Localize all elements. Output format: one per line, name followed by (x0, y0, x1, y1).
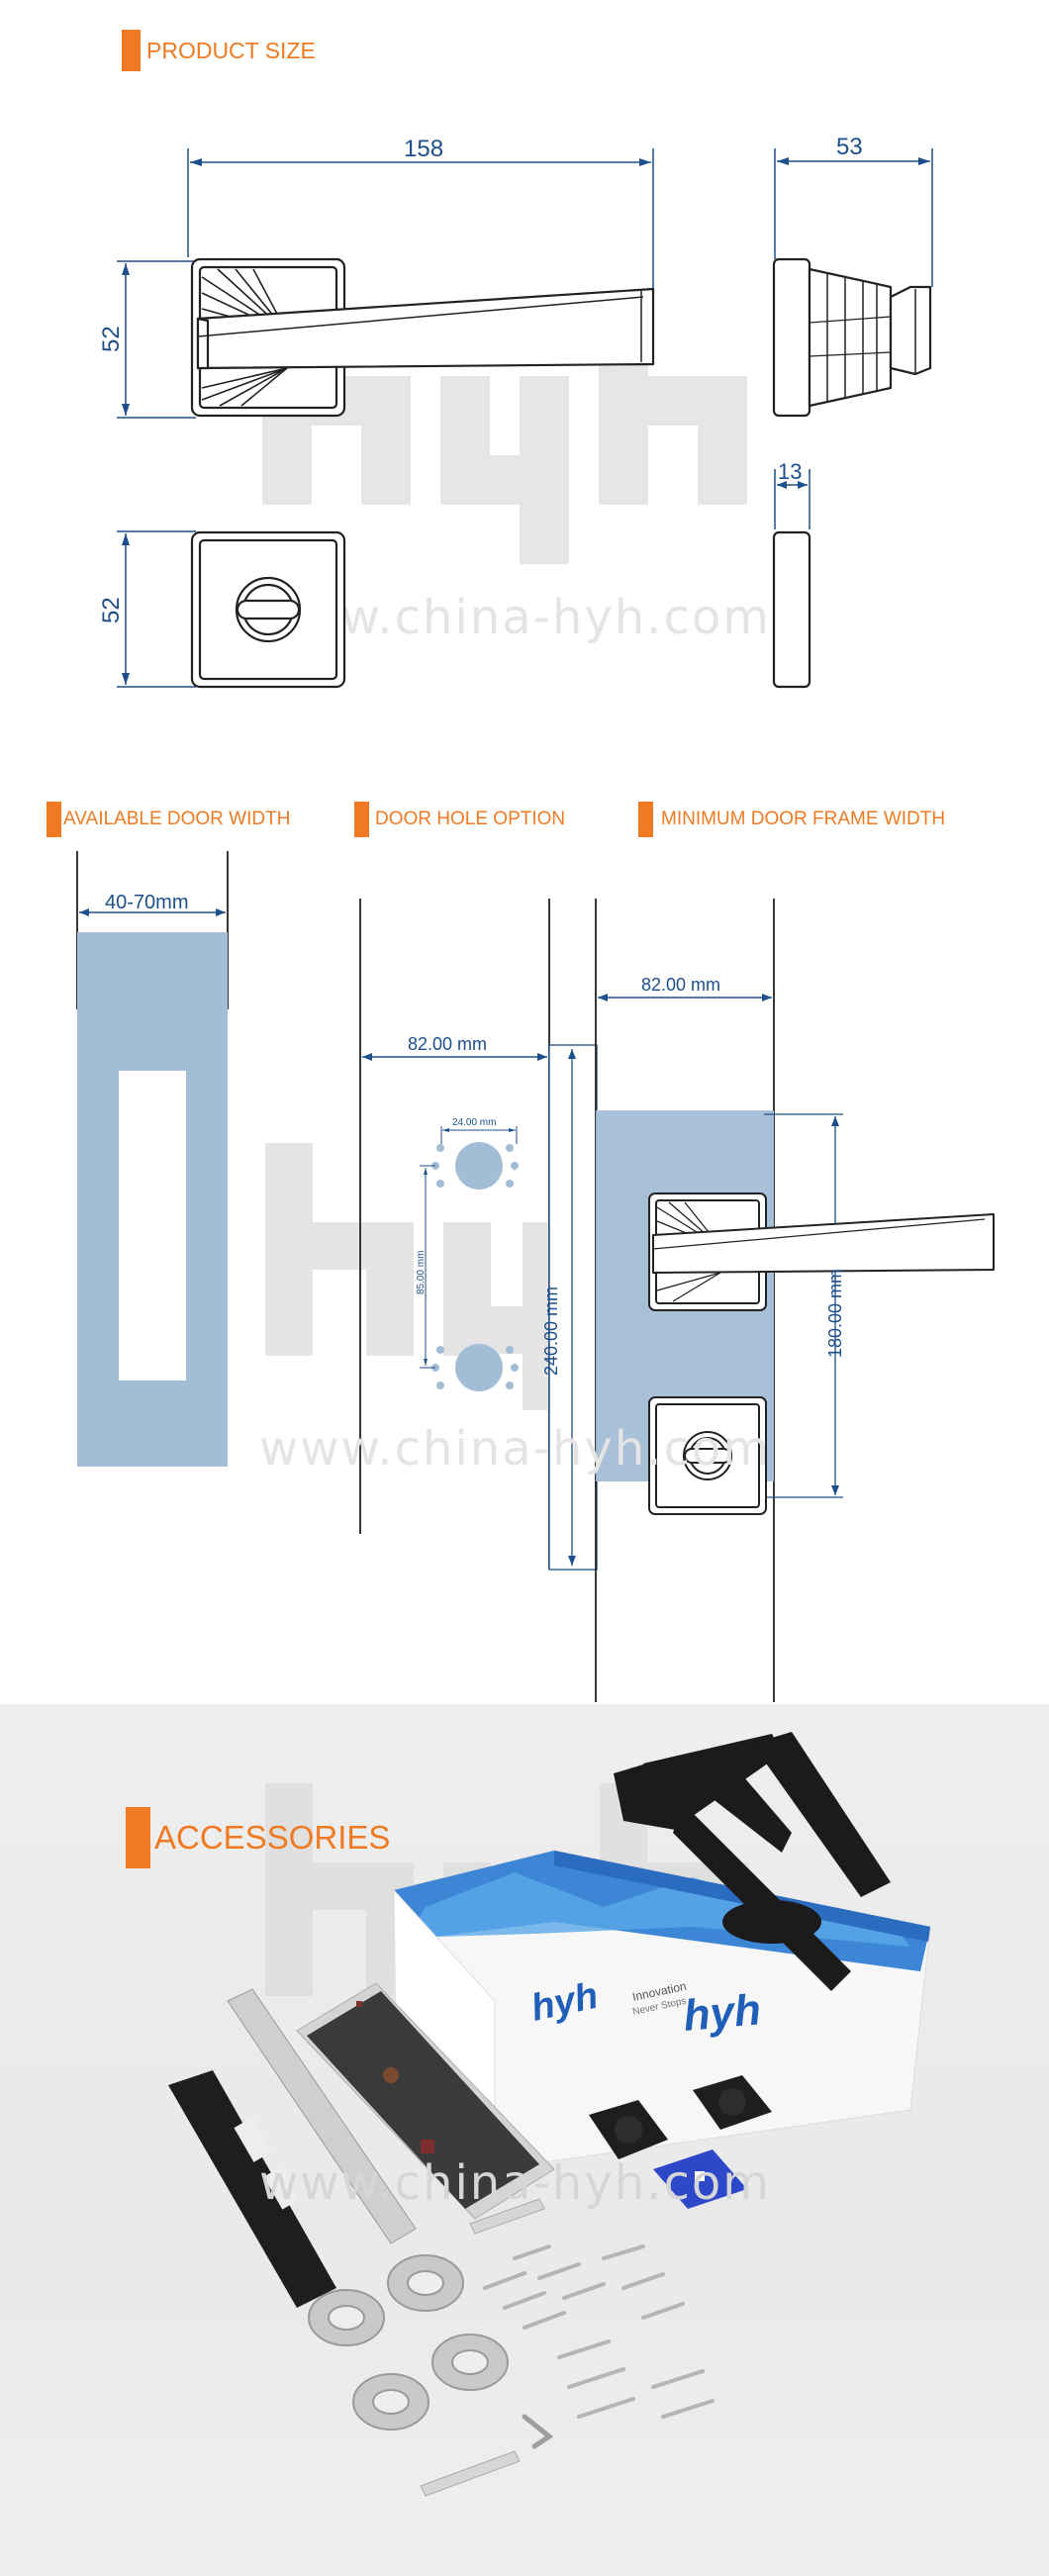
title-marker (638, 802, 653, 837)
rose-side-view (772, 530, 811, 689)
dim-hole-spacing (420, 1165, 435, 1369)
dim-handle-spacing (764, 1113, 843, 1498)
title-marker (122, 30, 141, 71)
dim-hole-diameter (440, 1126, 518, 1144)
dim-52-rose (117, 530, 196, 688)
door-panel (76, 851, 229, 1467)
backset-frame-label: 82.00 mm (641, 975, 720, 995)
hole-diameter-label: 24.00 mm (452, 1117, 496, 1128)
title-marker (126, 1807, 150, 1868)
door-hole-title: DOOR HOLE OPTION (354, 802, 565, 837)
dim-52-handle (117, 260, 196, 419)
spindle-hole-top (431, 1142, 519, 1190)
dim-52-handle-label: 52 (98, 326, 125, 352)
accessories-photo: hyh Innovation Never Stops hyh (168, 1732, 931, 2497)
blue-template (653, 2149, 747, 2209)
product-size-drawing: www.china-hyh.com 158 53 52 52 (98, 134, 933, 689)
strike-plate (168, 2070, 336, 2308)
dim-158-label: 158 (404, 136, 443, 162)
door-hole-label: DOOR HOLE OPTION (375, 809, 566, 829)
handle-spacing-label: 180.00 mm (825, 1269, 845, 1358)
watermark-url: www.china-hyh.com (259, 2155, 771, 2211)
dim-13 (774, 469, 811, 529)
frame-rose (648, 1396, 767, 1515)
dim-13-label: 13 (778, 459, 802, 484)
product-size-title: PRODUCT SIZE (122, 30, 316, 71)
product-size-label: PRODUCT SIZE (146, 37, 316, 63)
dim-backset-hole (362, 1053, 547, 1061)
screw-rings (308, 2254, 509, 2431)
frame-handle (648, 1193, 995, 1311)
spindle-bars (420, 2198, 545, 2497)
door-width-label: AVAILABLE DOOR WIDTH (63, 809, 291, 829)
handle-side-view (772, 257, 932, 418)
door-thickness-label: 40-70mm (105, 892, 188, 913)
plate-length-label: 240.00 mm (541, 1287, 561, 1376)
dim-52-rose-label: 52 (98, 597, 125, 623)
frame-width-title: MINIMUM DOOR FRAME WIDTH (638, 802, 945, 837)
rose-front-view (190, 530, 346, 689)
frame-width-label: MINIMUM DOOR FRAME WIDTH (661, 809, 946, 829)
door-frame-diagram (595, 899, 995, 1702)
black-handles (614, 1732, 891, 1991)
dim-backset-frame (598, 994, 772, 1002)
backset-hole-label: 82.00 mm (408, 1034, 487, 1054)
accessory-roses (589, 2075, 772, 2159)
title-marker (47, 802, 61, 837)
accessories-title: ACCESSORIES (126, 1807, 390, 1868)
spindle-hole-bottom (431, 1344, 519, 1391)
hole-spacing-label: 85.00 mm (416, 1251, 427, 1294)
title-marker (354, 802, 369, 837)
screws (483, 2244, 715, 2419)
watermark-url: www.china-hyh.com (259, 1421, 771, 1477)
dim-door-thickness (79, 908, 226, 916)
dim-53-label: 53 (836, 134, 863, 160)
box-brand-side: hyh (682, 1985, 763, 2041)
dim-plate-length (568, 1049, 576, 1566)
allen-key (522, 2414, 554, 2449)
dim-158 (187, 148, 654, 297)
handle-front-view (190, 257, 655, 418)
door-info-drawing: 40-70mm (76, 851, 995, 1702)
mortise-lock (227, 1982, 555, 2244)
accessories-label: ACCESSORIES (154, 1819, 391, 1856)
dim-53 (774, 148, 933, 287)
door-width-title: AVAILABLE DOOR WIDTH (47, 802, 290, 837)
